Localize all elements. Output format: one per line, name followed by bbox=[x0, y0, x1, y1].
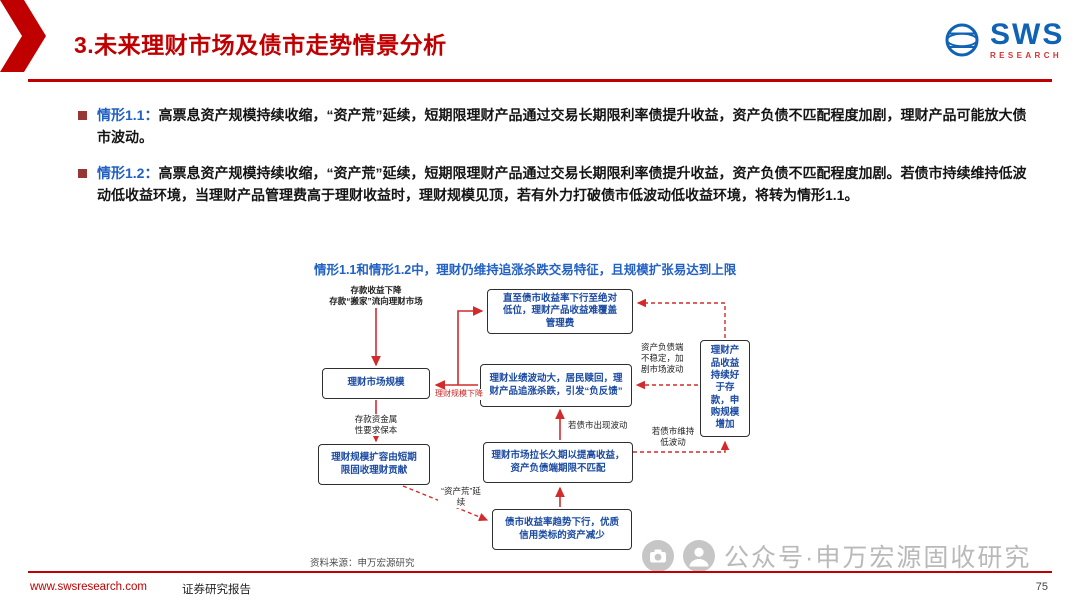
flow-label-deposit-attr: 存款资金属性要求保本 bbox=[351, 414, 401, 437]
footer-divider bbox=[28, 571, 1052, 573]
arrow-branch-to-yieldlow bbox=[457, 306, 484, 385]
logo-text: SWS RESEARCH bbox=[990, 20, 1064, 60]
flow-box-negative-feedback: 理财业绩波动大，居民赎回，理财产品追涨杀跌，引发“负反馈” bbox=[480, 364, 632, 407]
flow-box-duration-mismatch: 理财市场拉长久期以提高收益，资产负债端期限不匹配 bbox=[483, 442, 633, 483]
scenario-body: 高票息资产规模持续收缩，“资产荒”延续，短期限理财产品通过交易长期限利率债提升收… bbox=[97, 164, 1027, 204]
flow-box-short-term-growth: 理财规模扩容由短期限固收理财贡献 bbox=[318, 444, 430, 485]
watermark-text: 公众号·申万宏源固收研究 bbox=[724, 544, 1032, 572]
camera-icon bbox=[642, 540, 674, 572]
diagram-title: 情形1.1和情形1.2中，理财仍维持追涨杀跌交易特征，且规模扩张易达到上限 bbox=[314, 263, 737, 277]
page-number: 75 bbox=[1035, 581, 1048, 593]
sws-logo: SWS RESEARCH bbox=[942, 20, 1064, 60]
header-divider bbox=[28, 79, 1052, 82]
watermark: 公众号·申万宏源固收研究 bbox=[642, 538, 1031, 574]
logo-brand: SWS bbox=[990, 18, 1065, 51]
flow-box-market-scale: 理财市场规模 bbox=[322, 368, 430, 399]
bullet-text: 情形1.2：高票息资产规模持续收缩，“资产荒”延续，短期限理财产品通过交易长期限… bbox=[97, 162, 1035, 207]
bullet-square-icon bbox=[78, 168, 87, 178]
red-chevron-icon bbox=[0, 0, 46, 77]
flow-box-subscription-up: 理财产品收益持续好于存款，申购规模增加 bbox=[700, 340, 750, 437]
footer-report-label: 证券研究报告 bbox=[182, 584, 251, 596]
bullet-list: 情形1.1：高票息资产规模持续收缩，“资产荒”延续，短期限理财产品通过交易长期限… bbox=[78, 104, 1035, 207]
footer-website: www.swsresearch.com bbox=[30, 581, 147, 593]
flow-label-bond-volatility: 若债市出现波动 bbox=[568, 420, 628, 430]
page-title: 3.未来理财市场及债市走势情景分析 bbox=[74, 32, 447, 58]
bullet-square-icon bbox=[78, 111, 87, 120]
logo-subtitle: RESEARCH bbox=[990, 51, 1063, 60]
scenario-body: 高票息资产规模持续收缩，“资产荒”延续，短期限理财产品通过交易长期限利率债提升收… bbox=[97, 107, 1027, 146]
flow-label-asset-shortage: “资产荒”延续 bbox=[438, 486, 484, 509]
scenario-label: 情形1.1： bbox=[97, 107, 159, 123]
flow-box-yield-low: 直至债市收益率下行至绝对低位，理财产品收益难覆盖管理费 bbox=[487, 289, 633, 334]
flow-label-liability-unstable: 资产负债端不稳定，加剧市场波动 bbox=[641, 342, 684, 375]
source-note: 资料来源：申万宏源研究 bbox=[310, 558, 415, 569]
bullet-item-scenario-1-2: 情形1.2：高票息资产规模持续收缩，“资产荒”延续，短期限理财产品通过交易长期限… bbox=[78, 162, 1035, 207]
bullet-text: 情形1.1：高票息资产规模持续收缩，“资产荒”延续，短期限理财产品通过交易长期限… bbox=[97, 104, 1035, 149]
flow-label-bond-low-vol: 若债市维持低波动 bbox=[651, 426, 695, 448]
flow-label-scale-down: 理财规模下降 bbox=[431, 389, 487, 400]
arrow-subscription-to-yieldlow bbox=[636, 298, 726, 338]
flow-box-yield-down: 债市收益率趋势下行，优质信用类标的资产减少 bbox=[492, 509, 632, 550]
bullet-item-scenario-1-1: 情形1.1：高票息资产规模持续收缩，“资产荒”延续，短期限理财产品通过交易长期限… bbox=[78, 104, 1035, 149]
person-icon bbox=[683, 540, 715, 572]
globe-icon bbox=[945, 23, 979, 57]
scenario-label: 情形1.2： bbox=[97, 164, 159, 181]
flow-label-deposit-move: 存款收益下降 存款“搬家”流向理财市场 bbox=[329, 285, 423, 307]
